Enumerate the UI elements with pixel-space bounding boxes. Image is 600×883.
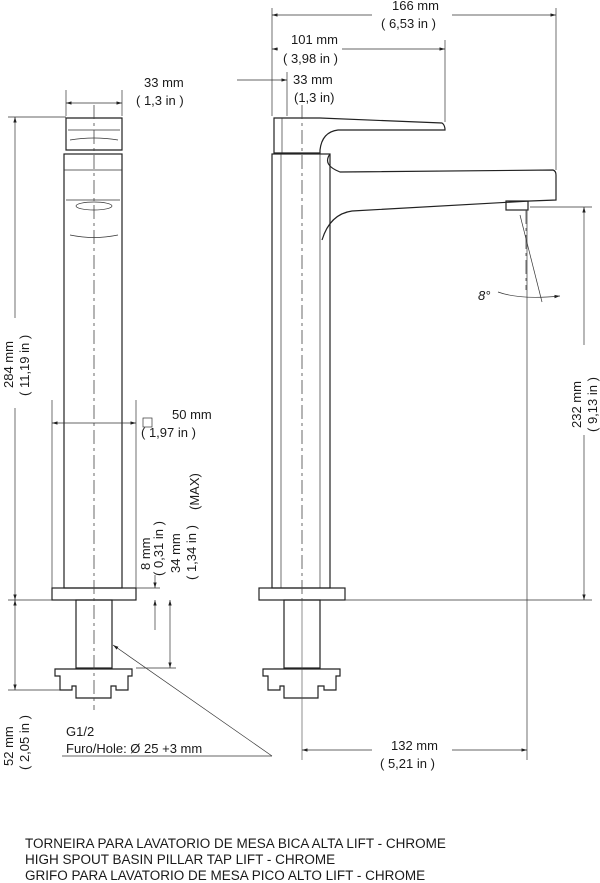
side-nut xyxy=(54,668,133,699)
base-square-mm: 50 mm xyxy=(172,407,212,422)
side-height-mm: 284 mm xyxy=(1,341,16,388)
max-deck-note: (MAX) xyxy=(187,473,202,510)
below-deck-in: ( 2,05 in ) xyxy=(17,715,32,770)
front-view: 8° 166 mm ( 6,53 in ) 101 mm ( 3,98 in )… xyxy=(237,0,600,771)
square-symbol-icon xyxy=(142,417,153,428)
side-width-mm: 33 mm xyxy=(144,75,184,90)
front-nut xyxy=(262,668,341,699)
spout-angle: 8° xyxy=(478,288,490,303)
base-square-in: ( 1,97 in ) xyxy=(141,425,196,440)
aerator xyxy=(505,200,529,211)
side-height-in: ( 11,19 in ) xyxy=(17,335,32,396)
max-deck-mm: 34 mm xyxy=(168,533,183,573)
max-deck-in: ( 1,34 in ) xyxy=(184,525,199,580)
front-spout xyxy=(321,153,557,241)
thread-label: G1/2 xyxy=(66,724,94,739)
side-view: 33 mm ( 1,3 in ) 284 mm ( 11,19 in ) 50 … xyxy=(1,75,273,770)
side-body xyxy=(63,153,123,589)
hole-label: Furo/Hole: Ø 25 +3 mm xyxy=(66,741,202,756)
title-pt: TORNEIRA PARA LAVATORIO DE MESA BICA ALT… xyxy=(25,836,446,851)
spout-height-in: ( 9,13 in ) xyxy=(585,377,600,432)
total-length-in: ( 6,53 in ) xyxy=(381,16,436,31)
base-thickness-in: ( 0,31 in ) xyxy=(151,521,166,576)
base-thickness-mm: 8 mm xyxy=(138,538,153,571)
title-es: GRIFO PARA LAVATORIO DE MESA PICO ALTO L… xyxy=(25,868,425,883)
body-width-mm: 33 mm xyxy=(293,72,333,87)
product-titles: TORNEIRA PARA LAVATORIO DE MESA BICA ALT… xyxy=(25,836,446,883)
side-handle xyxy=(65,117,123,151)
spout-height-mm: 232 mm xyxy=(569,381,584,428)
front-handle-lever xyxy=(273,117,446,154)
reach-mm: 132 mm xyxy=(391,738,438,753)
side-width-in: ( 1,3 in ) xyxy=(136,93,184,108)
body-width-in: (1,3 in) xyxy=(294,90,334,105)
below-deck-mm: 52 mm xyxy=(1,726,16,766)
title-en: HIGH SPOUT BASIN PILLAR TAP LIFT - CHROM… xyxy=(25,852,335,867)
lever-length-mm: 101 mm xyxy=(291,32,338,47)
lever-length-in: ( 3,98 in ) xyxy=(283,51,338,66)
reach-in: ( 5,21 in ) xyxy=(380,756,435,771)
total-length-mm: 166 mm xyxy=(392,0,439,13)
